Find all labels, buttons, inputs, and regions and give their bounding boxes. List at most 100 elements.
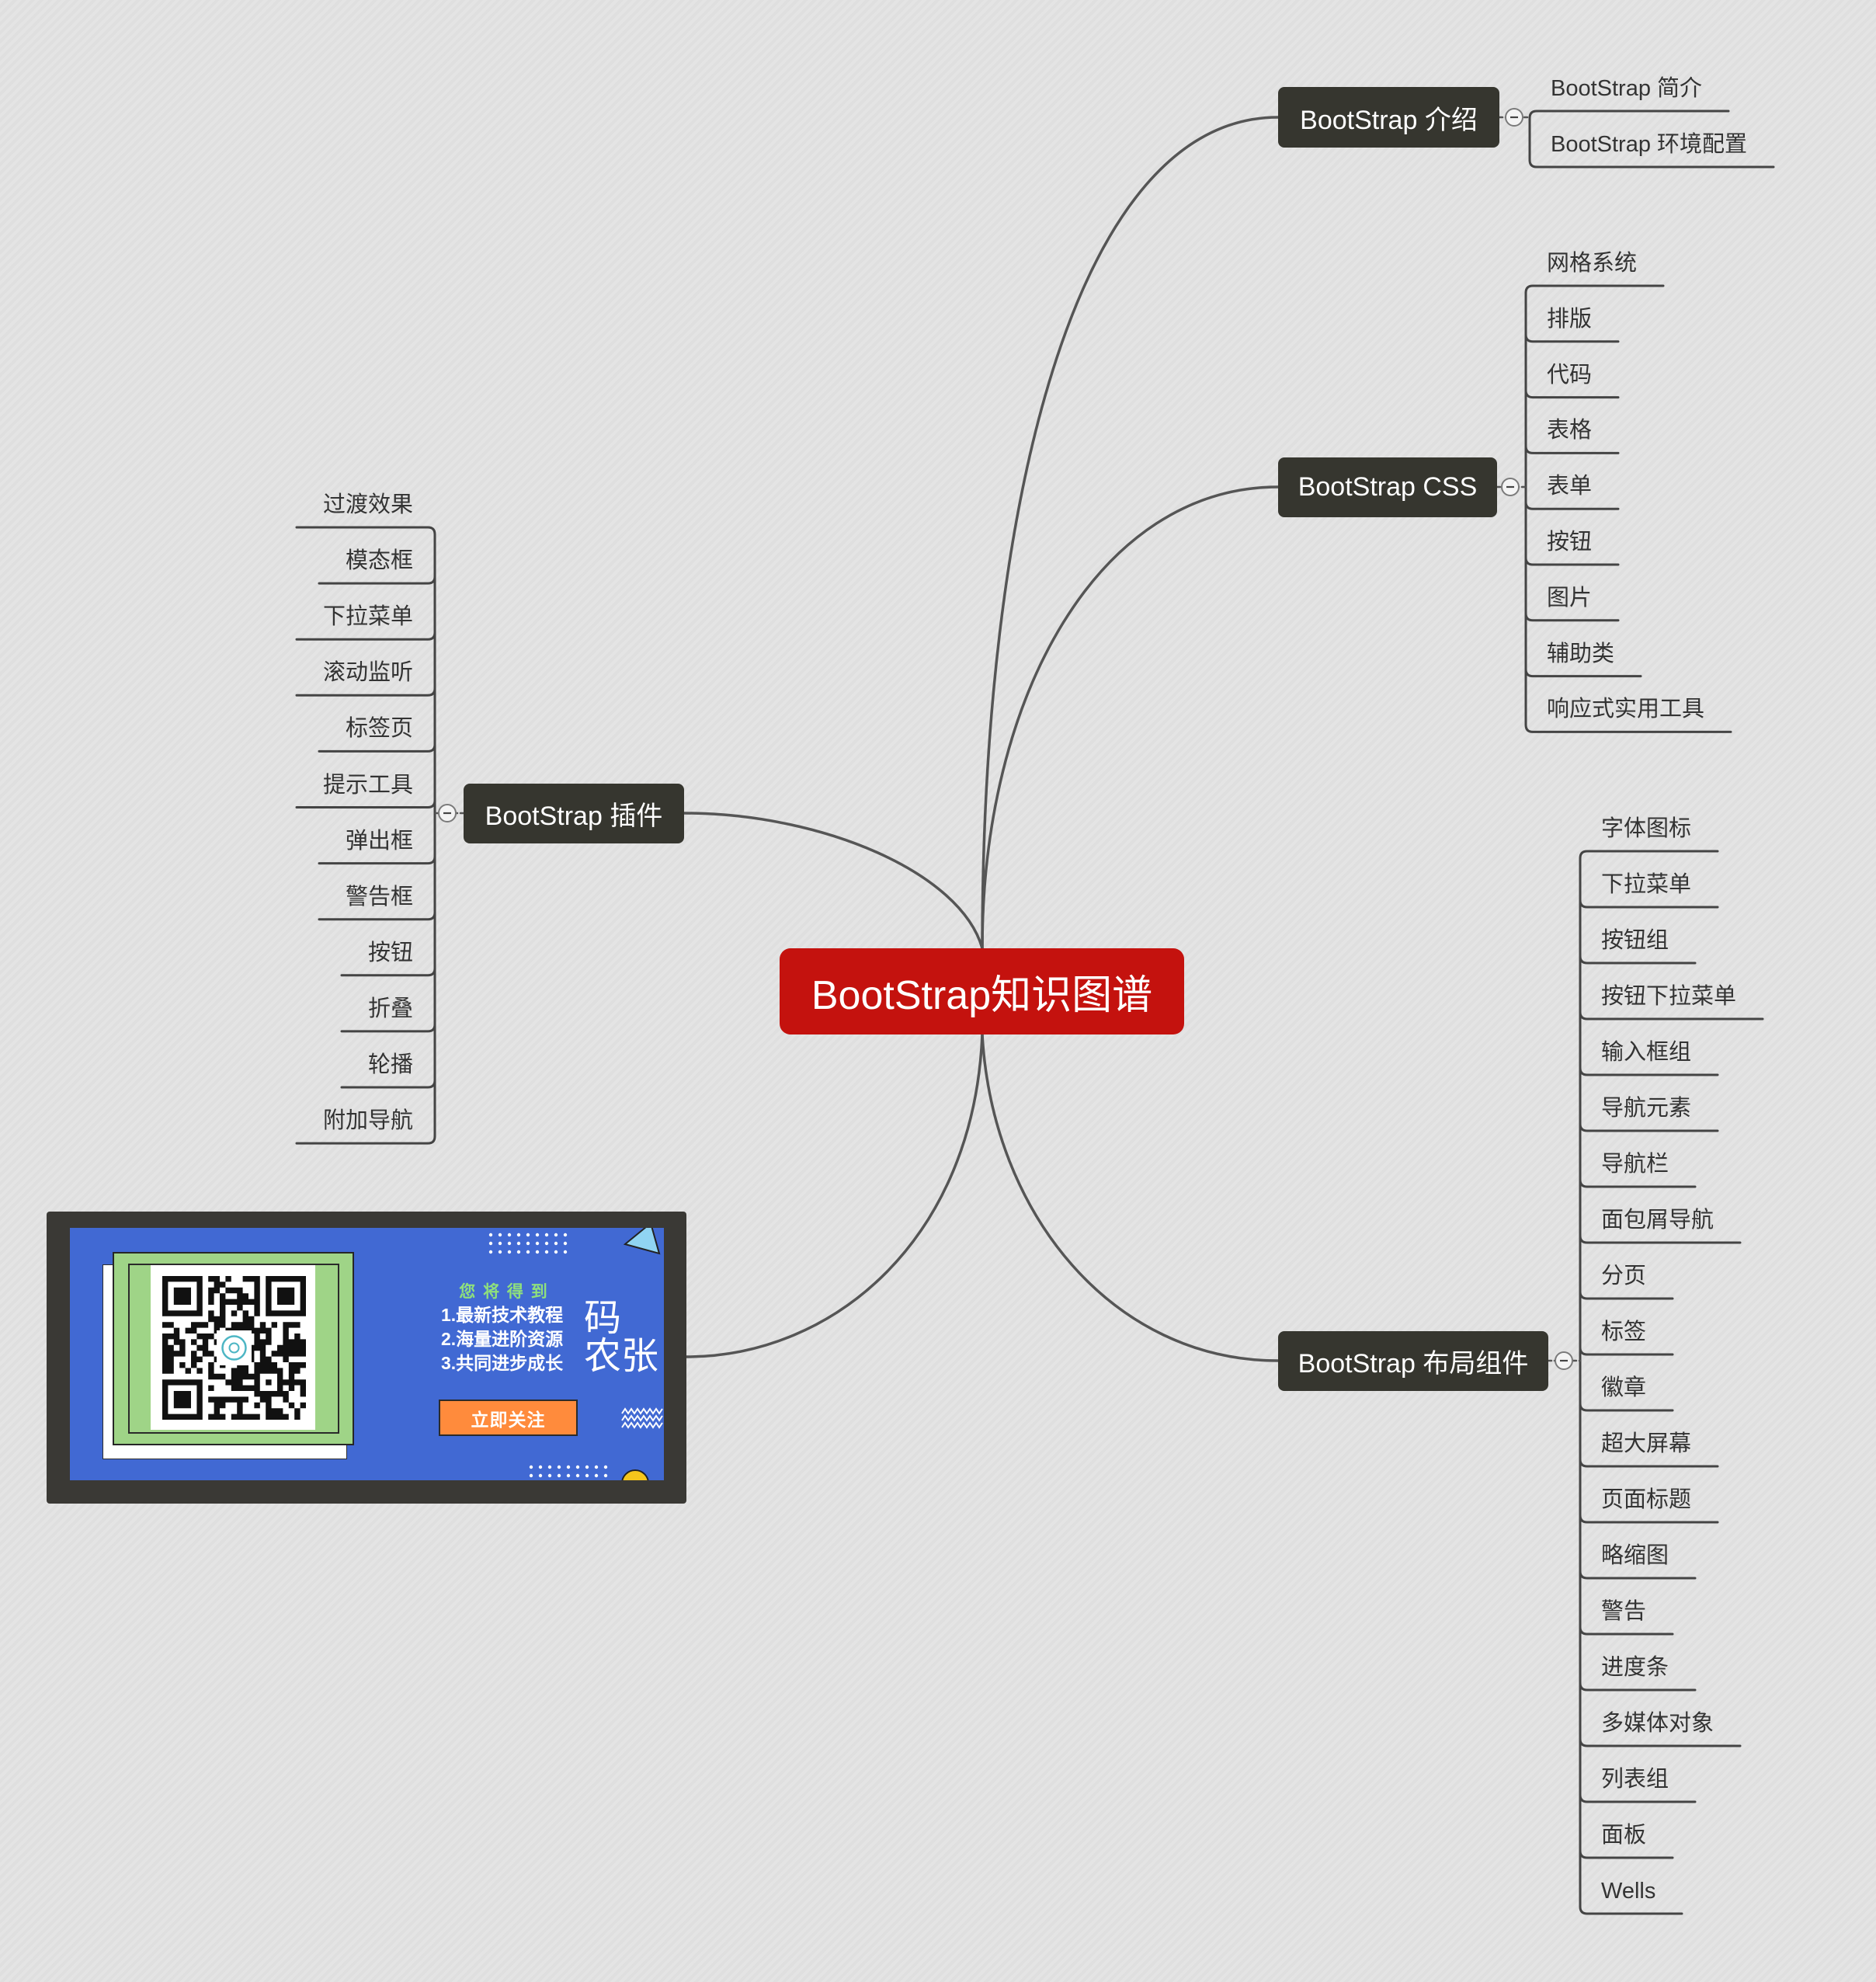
css-subtopic[interactable]: 网格系统	[1547, 251, 1638, 276]
intro-subtopic[interactable]: BootStrap 简介	[1551, 76, 1703, 101]
plugins-subtopic[interactable]: 标签页	[345, 716, 413, 742]
layout-subtopic[interactable]: 字体图标	[1601, 816, 1692, 841]
css-underline	[1524, 668, 1642, 678]
collapse-toggles	[438, 108, 1573, 1370]
layout-underline	[1579, 850, 1719, 860]
layout-underline	[1579, 1178, 1697, 1188]
central-topic[interactable]: BootStrap知识图谱	[780, 948, 1184, 1034]
layout-underline	[1579, 1122, 1719, 1132]
css-subtopic[interactable]: 辅助类	[1547, 641, 1615, 666]
plugins-underline	[295, 526, 436, 536]
follow-button-label: 立即关注	[471, 1409, 546, 1430]
layout-underline	[1579, 1514, 1719, 1524]
dot-grid-bottom	[529, 1465, 608, 1478]
css-subtopic[interactable]: 按钮	[1547, 530, 1593, 555]
plugins-underline	[318, 742, 436, 753]
css-subtopic[interactable]: 代码	[1547, 362, 1593, 388]
layout-subtopic[interactable]: 导航元素	[1601, 1096, 1692, 1121]
css-subtopic[interactable]: 响应式实用工具	[1547, 697, 1705, 722]
dot	[526, 1233, 530, 1237]
layout-underline	[1579, 1010, 1764, 1021]
main-connectors	[683, 116, 1280, 1362]
plugins-subtopic[interactable]: 按钮	[367, 940, 413, 965]
plugins-subtopic[interactable]: 过渡效果	[322, 492, 413, 517]
layout-subtopic[interactable]: 页面标题	[1601, 1487, 1692, 1512]
qr-code-icon	[162, 1276, 306, 1420]
plugins-subtopic[interactable]: 滚动监听	[322, 660, 413, 686]
plugins-underline	[340, 1023, 436, 1033]
branch-plugins[interactable]: BootStrap 插件	[464, 784, 684, 843]
dot	[563, 1241, 568, 1246]
layout-underline	[1579, 1905, 1683, 1915]
branch-intro[interactable]: BootStrap 介绍	[1278, 87, 1499, 148]
dot	[547, 1473, 552, 1478]
layout-subtopic[interactable]: 多媒体对象	[1601, 1711, 1714, 1736]
branch-css-label: BootStrap CSS	[1298, 472, 1478, 502]
wave-lines-icon	[621, 1407, 663, 1429]
layout-subtopic[interactable]: 面包屑导航	[1601, 1208, 1714, 1233]
layout-subtopic[interactable]: 略缩图	[1601, 1543, 1669, 1568]
follow-button: 立即关注	[439, 1400, 578, 1436]
layout-subtopic[interactable]: Wells	[1601, 1879, 1656, 1904]
collapse-toggle-css[interactable]	[1501, 478, 1520, 496]
qr-logo-dot	[228, 1342, 240, 1354]
css-subtopic[interactable]: 图片	[1547, 585, 1593, 610]
layout-subtopic[interactable]: 按钮下拉菜单	[1601, 984, 1737, 1009]
dot	[585, 1465, 589, 1469]
layout-subtopic[interactable]: 分页	[1601, 1264, 1647, 1288]
layout-subtopic[interactable]: 按钮组	[1601, 928, 1669, 953]
plugins-underline	[318, 855, 436, 865]
layout-subtopic[interactable]: 进度条	[1601, 1655, 1669, 1680]
css-underline	[1524, 444, 1620, 454]
branch-css[interactable]: BootStrap CSS	[1278, 457, 1497, 517]
layout-subtopic[interactable]: 下拉菜单	[1601, 872, 1692, 897]
promo-image[interactable]: 您 将 得 到 1.最新技术教程 2.海量进阶资源 3.共同进步成长 码 农张 …	[47, 1212, 686, 1504]
plugins-subtopic[interactable]: 附加导航	[322, 1108, 413, 1134]
layout-underline	[1579, 1290, 1674, 1300]
intro-subtopic[interactable]: BootStrap 环境配置	[1551, 132, 1748, 157]
plugins-subtopic[interactable]: 折叠	[367, 996, 413, 1021]
css-underline	[1524, 284, 1665, 294]
plugins-subtopic[interactable]: 提示工具	[322, 772, 413, 798]
layout-subtopic[interactable]: 面板	[1601, 1823, 1647, 1848]
dot	[535, 1241, 540, 1246]
layout-underline	[1579, 1402, 1674, 1412]
css-subtopic[interactable]: 排版	[1547, 306, 1593, 332]
plugins-subtopic[interactable]: 模态框	[345, 548, 413, 574]
layout-subtopic[interactable]: 超大屏幕	[1601, 1431, 1692, 1456]
layout-subtopic[interactable]: 徽章	[1601, 1375, 1647, 1400]
connector-layout	[981, 1033, 1280, 1362]
layout-subtopic[interactable]: 警告	[1601, 1599, 1647, 1624]
plugins-subtopic[interactable]: 警告框	[345, 884, 413, 909]
connector-intro	[981, 116, 1280, 950]
layout-underline	[1579, 1681, 1697, 1692]
plugins-subtopic[interactable]: 下拉菜单	[322, 604, 413, 630]
css-underline	[1524, 389, 1620, 399]
layout-subtopic[interactable]: 标签	[1601, 1320, 1647, 1344]
plugins-subtopic[interactable]: 轮播	[367, 1052, 413, 1077]
qr-code-panel	[151, 1265, 315, 1430]
dot	[603, 1473, 608, 1478]
dot	[526, 1241, 530, 1246]
layout-subtopic[interactable]: 列表组	[1601, 1767, 1669, 1792]
layout-subtopic[interactable]: 导航栏	[1601, 1152, 1669, 1177]
layout-underline	[1579, 899, 1719, 909]
css-subtopic[interactable]: 表格	[1547, 418, 1593, 443]
css-subtopic[interactable]: 表单	[1547, 474, 1593, 499]
dot	[507, 1233, 512, 1237]
dot	[488, 1250, 493, 1254]
dot	[554, 1241, 558, 1246]
dot	[575, 1473, 580, 1478]
dot	[529, 1465, 533, 1469]
collapse-toggle-plugins[interactable]	[438, 804, 457, 822]
brand-name-line-1: 码	[584, 1298, 622, 1339]
collapse-toggle-layout[interactable]	[1555, 1351, 1573, 1370]
plugins-subtopic[interactable]: 弹出框	[345, 828, 413, 854]
branch-layout[interactable]: BootStrap 布局组件	[1278, 1331, 1548, 1391]
layout-subtopic[interactable]: 输入框组	[1601, 1040, 1692, 1065]
css-underline	[1524, 612, 1620, 622]
collapse-toggle-intro[interactable]	[1505, 108, 1523, 127]
dot	[544, 1241, 549, 1246]
intro-underline	[1528, 158, 1775, 169]
